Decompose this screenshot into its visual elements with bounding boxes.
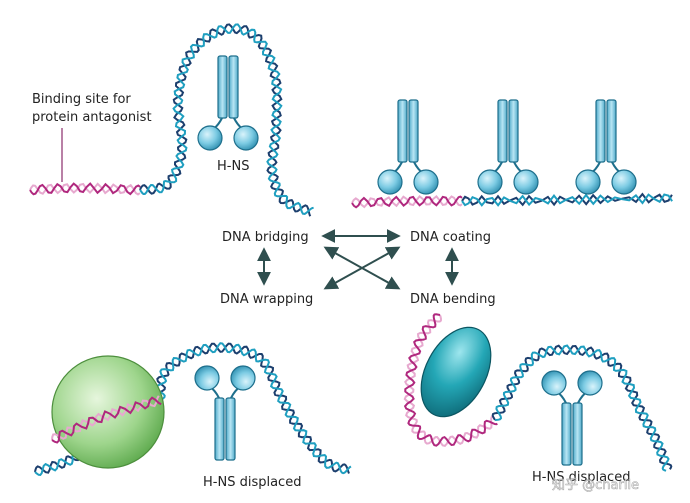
hns-bridging-icon bbox=[197, 55, 259, 151]
wrap-over-dna-strand-a bbox=[51, 396, 162, 444]
dna-helix-strands bbox=[29, 23, 673, 477]
dna-wrapped-segment bbox=[51, 395, 162, 444]
coating-blue-dna-strand-b bbox=[461, 192, 673, 207]
bend-blue-dna-strand-b bbox=[491, 344, 673, 470]
relationship-arrows bbox=[257, 229, 459, 290]
hns-label-top: H-NS bbox=[217, 159, 249, 174]
wrap-over-dna-strand-b bbox=[51, 395, 160, 441]
bend-pink-dna-strand-a bbox=[403, 313, 498, 447]
dna-bridging-label: DNA bridging bbox=[222, 230, 309, 245]
binding-site-label-line2: protein antagonist bbox=[32, 110, 152, 125]
bridging-loop-dna-strand-b bbox=[139, 23, 312, 217]
hns-displaced-left-label: H-NS displaced bbox=[203, 475, 301, 490]
coating-pink-dna-strand-a bbox=[351, 195, 463, 209]
hns-displaced-left-icon bbox=[194, 365, 256, 461]
binding-site-dna-strand-a bbox=[29, 182, 141, 196]
wrap-exit-dna-strand-a bbox=[155, 342, 352, 475]
bending-protein-icon bbox=[420, 326, 492, 418]
arrow-coating-wrapping bbox=[323, 246, 401, 290]
hns-coating-icon-1 bbox=[377, 99, 439, 195]
coating-blue-dna-strand-a bbox=[461, 193, 673, 207]
binding-site-dna-strand-b bbox=[29, 182, 141, 196]
hns-coating-icon-3 bbox=[575, 99, 637, 195]
hns-displaced-right-label: H-NS displaced bbox=[532, 470, 630, 485]
bend-blue-dna-strand-a bbox=[494, 344, 670, 472]
dna-wrapping-label: DNA wrapping bbox=[220, 292, 313, 307]
binding-site-label-line1: Binding site for bbox=[32, 92, 131, 107]
dna-bending-label: DNA bending bbox=[410, 292, 496, 307]
coating-pink-dna-strand-b bbox=[351, 195, 463, 209]
hns-coating-icon-2 bbox=[477, 99, 539, 195]
hns-displaced-right-icon bbox=[541, 370, 603, 466]
wrap-exit-dna-strand-b bbox=[154, 342, 350, 474]
bridging-loop-dna-strand-a bbox=[139, 23, 314, 216]
hns-protein-group bbox=[194, 55, 637, 466]
watermark-text: 知乎 @charlie bbox=[552, 477, 639, 493]
dna-coating-label: DNA coating bbox=[410, 230, 491, 245]
